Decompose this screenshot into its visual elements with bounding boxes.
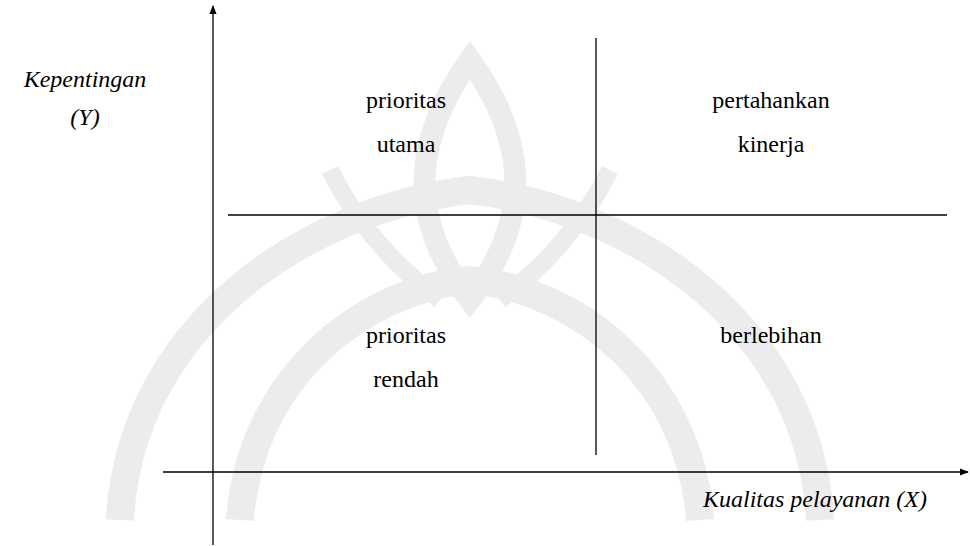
axis-title: Kepentingan (Y) (10, 60, 160, 136)
watermark (120, 60, 820, 520)
quadrant-label: prioritas rendah (336, 313, 476, 401)
quadrant-label: berlebihan (691, 313, 851, 357)
horizontal-divider (228, 214, 947, 215)
quadrant-label: pertahankan kinerja (691, 78, 851, 166)
x-axis (163, 471, 968, 472)
y-axis (212, 6, 213, 545)
vertical-divider (595, 38, 596, 455)
quadrant-label: prioritas utama (336, 78, 476, 166)
axis-title: Kualitas pelayanan (X) (700, 480, 930, 518)
